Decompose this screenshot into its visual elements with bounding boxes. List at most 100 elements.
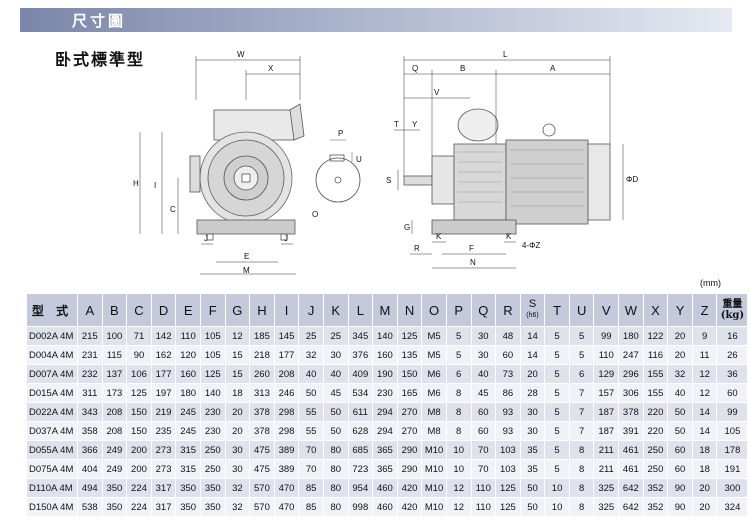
table-cell: 8 xyxy=(568,459,595,479)
table-cell: 105 xyxy=(199,326,226,346)
table-cell: 129 xyxy=(593,364,620,384)
table-cell: 125 xyxy=(199,364,226,384)
table-cell: 270 xyxy=(396,402,423,422)
table-cell: 200 xyxy=(126,440,152,460)
table-cell: 55 xyxy=(298,402,324,422)
table-cell: 350 xyxy=(199,478,226,498)
table-cell: 20 xyxy=(667,326,693,346)
table-cell: 10 xyxy=(544,497,570,517)
table-cell: 5 xyxy=(445,345,472,365)
table-cell: 116 xyxy=(642,345,669,365)
table-cell: 8 xyxy=(445,402,472,422)
table-cell: 250 xyxy=(199,440,226,460)
column-header: Z xyxy=(691,293,718,327)
table-cell: 15 xyxy=(224,364,251,384)
table-cell: 534 xyxy=(347,383,374,403)
table-cell: 365 xyxy=(372,440,398,460)
table-cell: 18 xyxy=(224,383,251,403)
table-cell: 247 xyxy=(618,345,644,365)
table-cell: 5 xyxy=(544,326,570,346)
table-cell: 20 xyxy=(224,402,251,422)
table-cell: 420 xyxy=(396,478,423,498)
table-cell: 12 xyxy=(224,326,251,346)
table-cell: 90 xyxy=(667,497,693,517)
table-cell: 208 xyxy=(101,402,128,422)
table-cell: 350 xyxy=(101,497,128,517)
table-cell: 173 xyxy=(101,383,128,403)
table-cell: 290 xyxy=(396,459,423,479)
table-cell: 99 xyxy=(593,326,620,346)
table-cell: 30 xyxy=(224,459,251,479)
table-cell: 32 xyxy=(298,345,324,365)
table-cell: 12 xyxy=(445,478,472,498)
column-header: E xyxy=(175,293,201,327)
table-cell: 325 xyxy=(593,478,620,498)
table-cell: 125 xyxy=(495,497,521,517)
table-cell: 298 xyxy=(273,402,300,422)
table-cell: 570 xyxy=(249,497,275,517)
dim-label-U: U xyxy=(356,155,362,164)
table-cell: 5 xyxy=(544,402,570,422)
table-cell: 250 xyxy=(199,459,226,479)
table-cell: 178 xyxy=(716,440,749,460)
model-cell: D004A 4M xyxy=(26,345,78,365)
table-cell: 70 xyxy=(470,459,497,479)
table-cell: 35 xyxy=(519,440,546,460)
table-cell: 9 xyxy=(691,326,718,346)
table-cell: 232 xyxy=(77,364,103,384)
table-cell: 7 xyxy=(568,402,595,422)
table-cell: 5 xyxy=(544,440,570,460)
column-header: X xyxy=(642,293,669,327)
table-cell: 14 xyxy=(519,326,546,346)
dim-label-T: T xyxy=(394,120,399,129)
table-cell: 191 xyxy=(716,459,749,479)
table-cell: 25 xyxy=(298,326,324,346)
table-cell: 294 xyxy=(372,402,398,422)
table-cell: 230 xyxy=(372,383,398,403)
table-cell: 105 xyxy=(199,345,226,365)
table-cell: 5 xyxy=(544,383,570,403)
table-cell: M5 xyxy=(421,345,447,365)
table-cell: 470 xyxy=(273,497,300,517)
table-cell: 5 xyxy=(544,364,570,384)
column-header: B xyxy=(101,293,128,327)
table-cell: 32 xyxy=(224,497,251,517)
table-cell: 177 xyxy=(273,345,300,365)
dim-label-C: C xyxy=(170,205,176,214)
table-cell: M6 xyxy=(421,364,447,384)
table-cell: 110 xyxy=(593,345,620,365)
table-cell: M10 xyxy=(421,478,447,498)
model-cell: D150A 4M xyxy=(26,497,78,517)
table-cell: 28 xyxy=(519,383,546,403)
table-cell: 157 xyxy=(593,383,620,403)
table-cell: 48 xyxy=(495,326,521,346)
table-cell: 250 xyxy=(642,440,669,460)
column-header: Q xyxy=(470,293,497,327)
table-cell: 93 xyxy=(495,421,521,441)
table-cell: 215 xyxy=(77,326,103,346)
dim-label-H: H xyxy=(133,179,139,188)
table-cell: 187 xyxy=(593,421,620,441)
table-cell: 461 xyxy=(618,459,644,479)
table-cell: 220 xyxy=(642,402,669,422)
table-cell: 90 xyxy=(667,478,693,498)
table-cell: 306 xyxy=(618,383,644,403)
table-cell: 350 xyxy=(175,497,201,517)
table-cell: 10 xyxy=(445,440,472,460)
table-cell: 30 xyxy=(519,402,546,422)
model-cell: D022A 4M xyxy=(26,402,78,422)
table-cell: 409 xyxy=(347,364,374,384)
table-cell: 50 xyxy=(519,497,546,517)
table-cell: 71 xyxy=(126,326,152,346)
table-cell: 460 xyxy=(372,497,398,517)
table-cell: 5 xyxy=(568,345,595,365)
table-cell: 218 xyxy=(249,345,275,365)
table-cell: M6 xyxy=(421,383,447,403)
table-cell: 642 xyxy=(618,478,644,498)
table-cell: 376 xyxy=(347,345,374,365)
column-header: O xyxy=(421,293,447,327)
table-cell: 211 xyxy=(593,440,620,460)
table-cell: 162 xyxy=(150,345,177,365)
table-cell: 219 xyxy=(150,402,177,422)
